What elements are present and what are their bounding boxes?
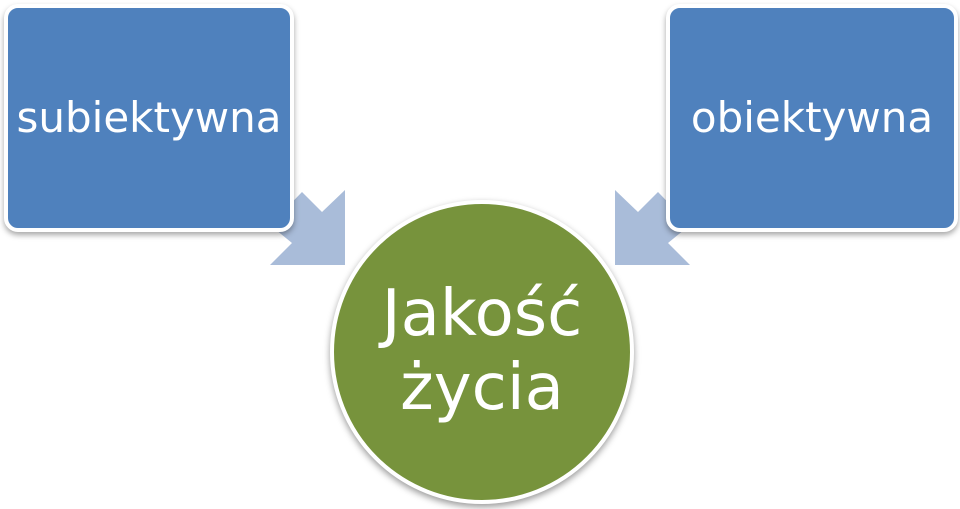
center-label-line2: życia [400, 351, 564, 425]
node-subiektywna: subiektywna [4, 4, 294, 232]
node-subiektywna-label: subiektywna [16, 93, 282, 142]
node-obiektywna-label: obiektywna [690, 93, 934, 142]
center-label-line1: Jakość [381, 277, 583, 352]
node-obiektywna: obiektywna [666, 4, 958, 232]
node-jakosc-zycia: Jakość życia [330, 200, 634, 504]
